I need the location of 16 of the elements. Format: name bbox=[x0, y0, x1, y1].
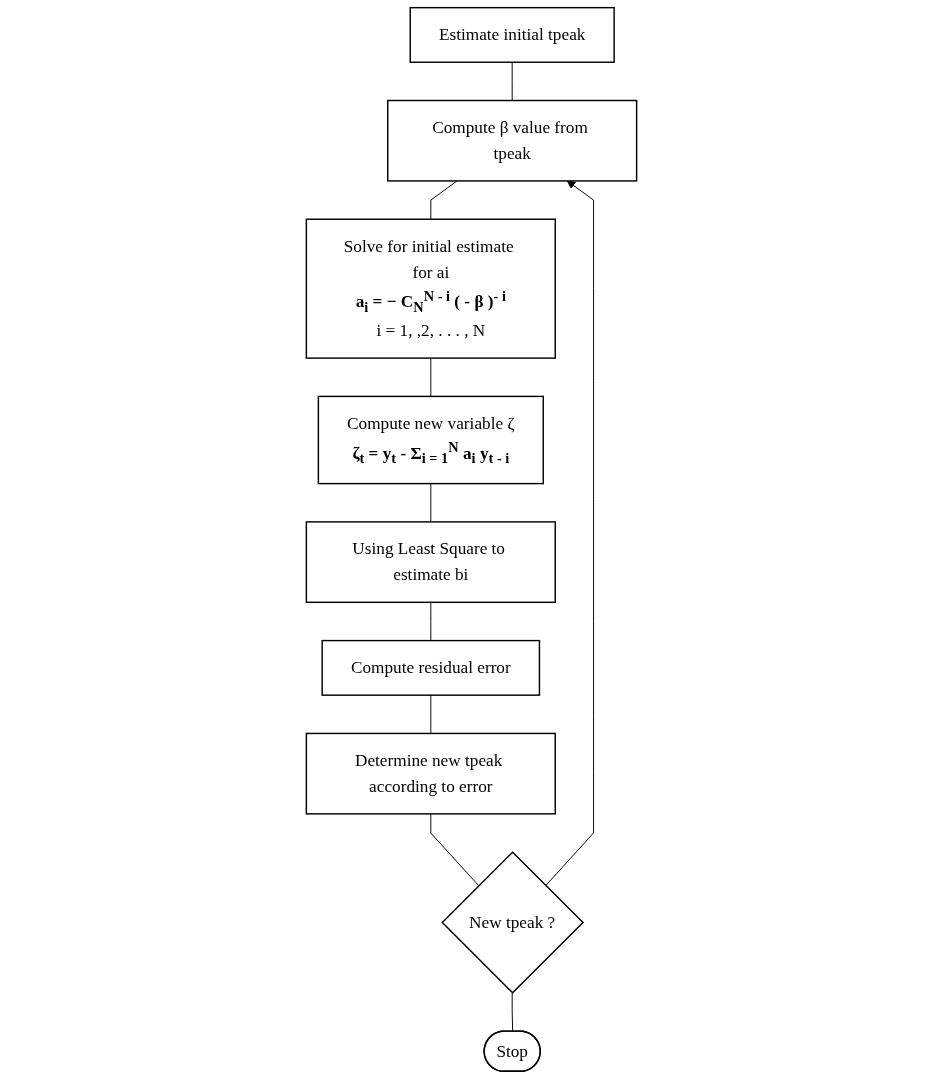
node-box: Compute β value from tpeak bbox=[387, 99, 638, 182]
node-box: Compute residual error bbox=[321, 639, 541, 696]
connector bbox=[511, 992, 514, 1033]
connector bbox=[430, 180, 458, 220]
connector bbox=[430, 694, 432, 734]
node-box: Compute new variable ζ ζ$_{t}$ = y$_{t}$ - Σ$_{i = 1}$$^{N}$ a$_{i}$ y$_{t - i}$ bbox=[317, 395, 544, 485]
node-box: Estimate initial tpeak bbox=[409, 6, 615, 63]
node-diamond: New tpeak ? bbox=[441, 851, 585, 994]
connector bbox=[430, 357, 432, 397]
connector bbox=[511, 61, 513, 101]
connector bbox=[430, 601, 432, 642]
connector bbox=[430, 813, 480, 887]
node-box: Using Least Square to estimate bi bbox=[305, 521, 556, 604]
node-box: Solve for initial estimate for ai a$_{i}$ = − C$_{N}$$^{N - i}$ ( - β )$^{- i}$ i = 1, ,2, . . . , N bbox=[305, 218, 556, 359]
connector bbox=[430, 483, 432, 523]
node-box: Determine new tpeak according to error bbox=[305, 732, 556, 815]
